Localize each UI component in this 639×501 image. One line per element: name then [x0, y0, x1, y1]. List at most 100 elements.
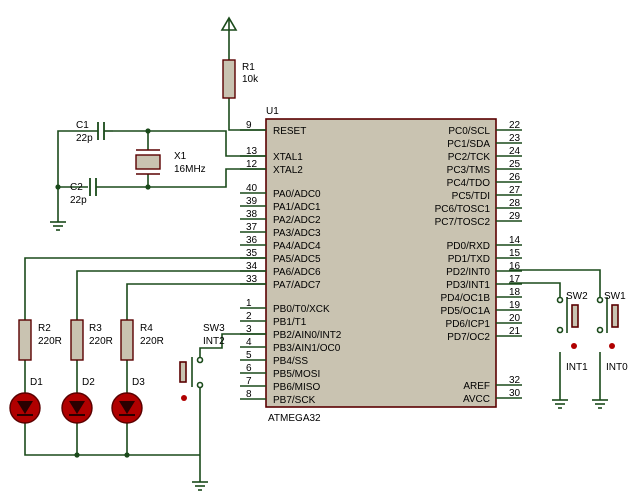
u1-pin-number: 15	[509, 248, 521, 259]
r1-ref-label: R1	[242, 62, 255, 73]
u1-pin-number: 28	[509, 198, 521, 209]
r2-ref-label: R2	[38, 323, 51, 334]
r1-resistor-body	[222, 59, 236, 99]
u1-pin-name: PD0/RXD	[447, 241, 490, 252]
u1-right-pins: 22PC0/SCL23PC1/SDA24PC2/TCK25PC3/TMS26PC…	[435, 120, 522, 405]
u1-pin-number: 30	[509, 388, 521, 399]
vcc-power-symbol	[220, 16, 238, 31]
wire-pa5-r2	[24, 257, 266, 320]
sw2-ref-label: SW2	[566, 291, 588, 302]
u1-pin-number: 13	[246, 146, 258, 157]
sw1-ref-label: SW1	[604, 291, 626, 302]
u1-pin-name: PB1/T1	[273, 317, 307, 328]
u1-pin-name: PB6/MISO	[273, 382, 320, 393]
u1-pin-number: 8	[246, 389, 252, 400]
u1-pin-number: 32	[509, 375, 521, 386]
u1-left-pins: 9RESET13XTAL112XTAL240PA0/ADC039PA1/ADC1…	[240, 120, 342, 406]
junctions	[55, 128, 151, 458]
u1-pin-name: PC5/TDI	[452, 191, 490, 202]
u1-pin-name: RESET	[273, 126, 306, 137]
u1-pin-number: 7	[246, 376, 252, 387]
u1-pin-name: PA6/ADC6	[273, 267, 321, 278]
u1-pin-number: 39	[246, 196, 258, 207]
u1-pin-name: PA3/ADC3	[273, 228, 321, 239]
r4-resistor-body	[120, 319, 134, 361]
ground-symbol-sw2	[552, 399, 568, 409]
u1-pin-number: 27	[509, 185, 521, 196]
u1-pin-number: 5	[246, 350, 252, 361]
u1-pin-number: 33	[246, 274, 258, 285]
u1-part-label: ATMEGA32	[268, 413, 321, 424]
u1-pin-name: PA0/ADC0	[273, 189, 321, 200]
u1-pin-number: 26	[509, 172, 521, 183]
u1-pin-name: PD2/INT0	[446, 267, 490, 278]
u1-pin-number: 22	[509, 120, 521, 131]
u1-pin-number: 23	[509, 133, 521, 144]
junction-dot	[124, 452, 130, 458]
u1-ref-label: U1	[266, 106, 279, 117]
d2-led	[61, 392, 93, 424]
u1-pin-number: 24	[509, 146, 521, 157]
u1-pin-name: PC2/TCK	[448, 152, 491, 163]
u1-pin-name: PC1/SDA	[447, 139, 490, 150]
d1-ref-label: D1	[30, 377, 43, 388]
u1-pin-name: PC4/TDO	[447, 178, 491, 189]
junction-dot	[55, 184, 61, 190]
u1-pin-name: PD7/OC2	[447, 332, 490, 343]
u1-pin-number: 29	[509, 211, 521, 222]
sw2-net-label: INT1	[566, 362, 588, 373]
u1-pin-number: 37	[246, 222, 258, 233]
sw3-net-label: INT2	[203, 336, 225, 347]
u1-pin-name: PD6/ICP1	[446, 319, 491, 330]
u1-pin-number: 16	[509, 261, 521, 272]
wire-c1-xtal1	[113, 130, 266, 157]
u1-pin-number: 12	[246, 159, 258, 170]
wire-pd2-sw1	[509, 269, 601, 298]
ground-symbol-caps	[50, 221, 66, 231]
u1-pin-number: 18	[509, 287, 521, 298]
u1-pin-name: PB3/AIN1/OC0	[273, 343, 341, 354]
r4-value-label: 220R	[140, 336, 164, 347]
r3-value-label: 220R	[89, 336, 113, 347]
wire-c1-left	[57, 130, 98, 188]
d2-ref-label: D2	[82, 377, 95, 388]
u1-pin-number: 36	[246, 235, 258, 246]
c1-ref-label: C1	[76, 120, 89, 131]
sw3-pushbutton	[179, 356, 204, 389]
u1-pin-number: 21	[509, 326, 521, 337]
wire-pb2-sw3	[199, 333, 266, 358]
d3-led	[111, 392, 143, 424]
sw3-indicator	[181, 395, 187, 401]
u1-pin-number: 6	[246, 363, 252, 374]
u1-pin-number: 20	[509, 313, 521, 324]
u1-pin-name: PB5/MOSI	[273, 369, 320, 380]
u1-pin-number: 14	[509, 235, 521, 246]
u1-pin-number: 34	[246, 261, 258, 272]
u1-pin-name: PD1/TXD	[448, 254, 490, 265]
c2-capacitor	[89, 178, 97, 196]
sw2-indicator	[571, 343, 577, 349]
u1-pin-name: PC3/TMS	[447, 165, 491, 176]
u1-pin-name: AREF	[463, 381, 490, 392]
u1-pin-name: PC6/TOSC1	[435, 204, 491, 215]
sw1-pushbutton	[596, 296, 619, 334]
sw1-net-label: INT0	[606, 362, 628, 373]
u1-mcu-body	[265, 118, 497, 408]
wire-pd3-sw2	[509, 282, 561, 298]
u1-pin-number: 1	[246, 298, 252, 309]
u1-pin-number: 2	[246, 311, 252, 322]
x1-value-label: 16MHz	[174, 164, 206, 175]
r2-value-label: 220R	[38, 336, 62, 347]
r1-value-label: 10k	[242, 74, 259, 85]
u1-pin-name: PB4/SS	[273, 356, 308, 367]
u1-pin-name: PD3/INT1	[446, 280, 490, 291]
wire-pa6-r3	[76, 270, 266, 320]
u1-pin-name: XTAL2	[273, 165, 303, 176]
u1-pin-number: 17	[509, 274, 521, 285]
ground-symbol-sw1	[592, 399, 608, 409]
junction-dot	[145, 184, 151, 190]
u1-pin-name: AVCC	[463, 394, 490, 405]
d3-ref-label: D3	[132, 377, 145, 388]
